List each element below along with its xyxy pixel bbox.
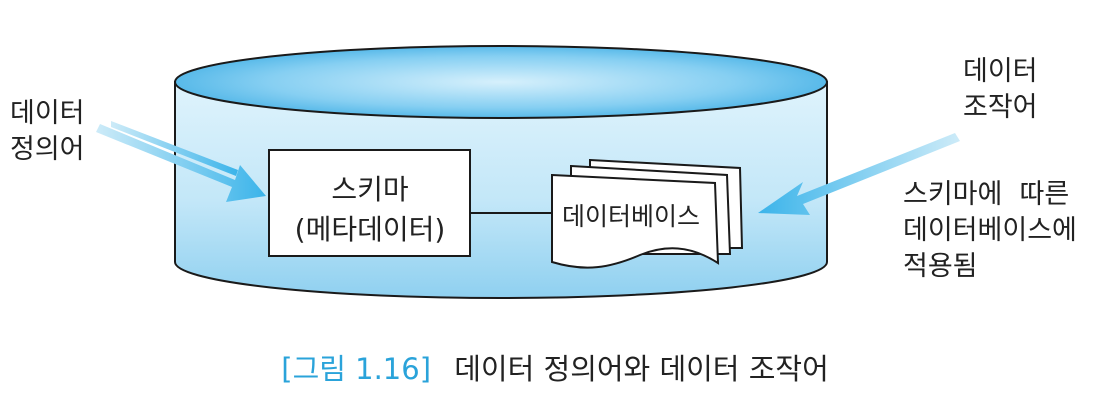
apply-label-text: 스키마에 따른 데이터베이스에 적용됨 [903,179,1077,282]
schema-subtitle: (메타데이터) [294,213,446,246]
ddl-arrow [96,121,266,202]
figure-number: [그림 1.16] [281,352,432,386]
dml-arrow [758,133,960,215]
database-label: 데이터베이스 [562,202,701,231]
schema-box [268,149,471,257]
dml-label-text: 데이터 조작어 [963,56,1038,123]
dml-label: 데이터 조작어 [963,54,1038,126]
ddl-label: 데이터 정의어 [10,96,85,168]
schema-box-text: 스키마 (메타데이터) [270,170,470,250]
database-cylinder-top [174,45,828,119]
figure-caption-text: 데이터 정의어와 데이터 조작어 [454,352,829,386]
figure-caption: [그림 1.16] 데이터 정의어와 데이터 조작어 [0,349,1110,389]
database-document-stack [551,158,744,269]
ddl-label-text: 데이터 정의어 [10,98,85,165]
schema-title: 스키마 [331,173,409,206]
apply-label: 스키마에 따른 데이터베이스에 적용됨 [903,177,1077,285]
